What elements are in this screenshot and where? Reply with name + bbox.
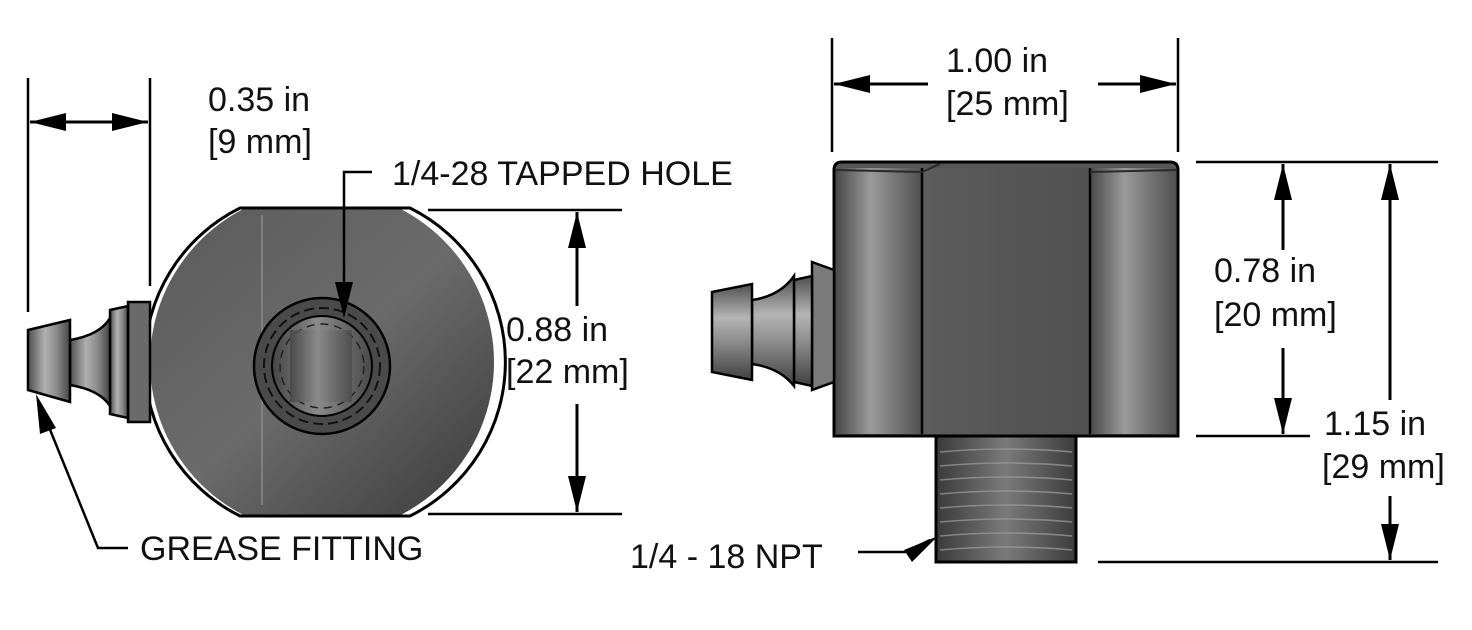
npt-thread-label: 1/4 - 18 NPT [630, 538, 823, 576]
npt-thread [934, 434, 1078, 564]
tapped-hole [252, 296, 392, 436]
end-view: 0.35 in [9 mm] 1/4-28 TAPPED HOLE 0.88 i… [26, 78, 733, 568]
body-width-metric: [25 mm] [946, 85, 1069, 123]
tapped-hole-label: 1/4-28 TAPPED HOLE [392, 155, 733, 193]
overall-height-metric: [29 mm] [1322, 448, 1445, 486]
body-width-imperial: 1.00 in [946, 42, 1048, 80]
side-height-metric: [22 mm] [506, 353, 629, 391]
body-height-metric: [20 mm] [1214, 296, 1337, 334]
grease-fitting-label: GREASE FITTING [140, 530, 423, 568]
grease-fitting-front [710, 260, 836, 392]
fitting-offset-imperial: 0.35 in [208, 81, 310, 119]
front-view: 1.00 in [25 mm] 0.78 in [20 mm] 1.15 in … [630, 38, 1445, 576]
hex-body [832, 160, 1180, 438]
overall-height-imperial: 1.15 in [1324, 405, 1426, 443]
side-height-imperial: 0.88 in [506, 311, 608, 349]
body-height-imperial: 0.78 in [1214, 252, 1316, 290]
fitting-offset-metric: [9 mm] [208, 123, 312, 161]
grease-fitting-side [26, 300, 152, 424]
